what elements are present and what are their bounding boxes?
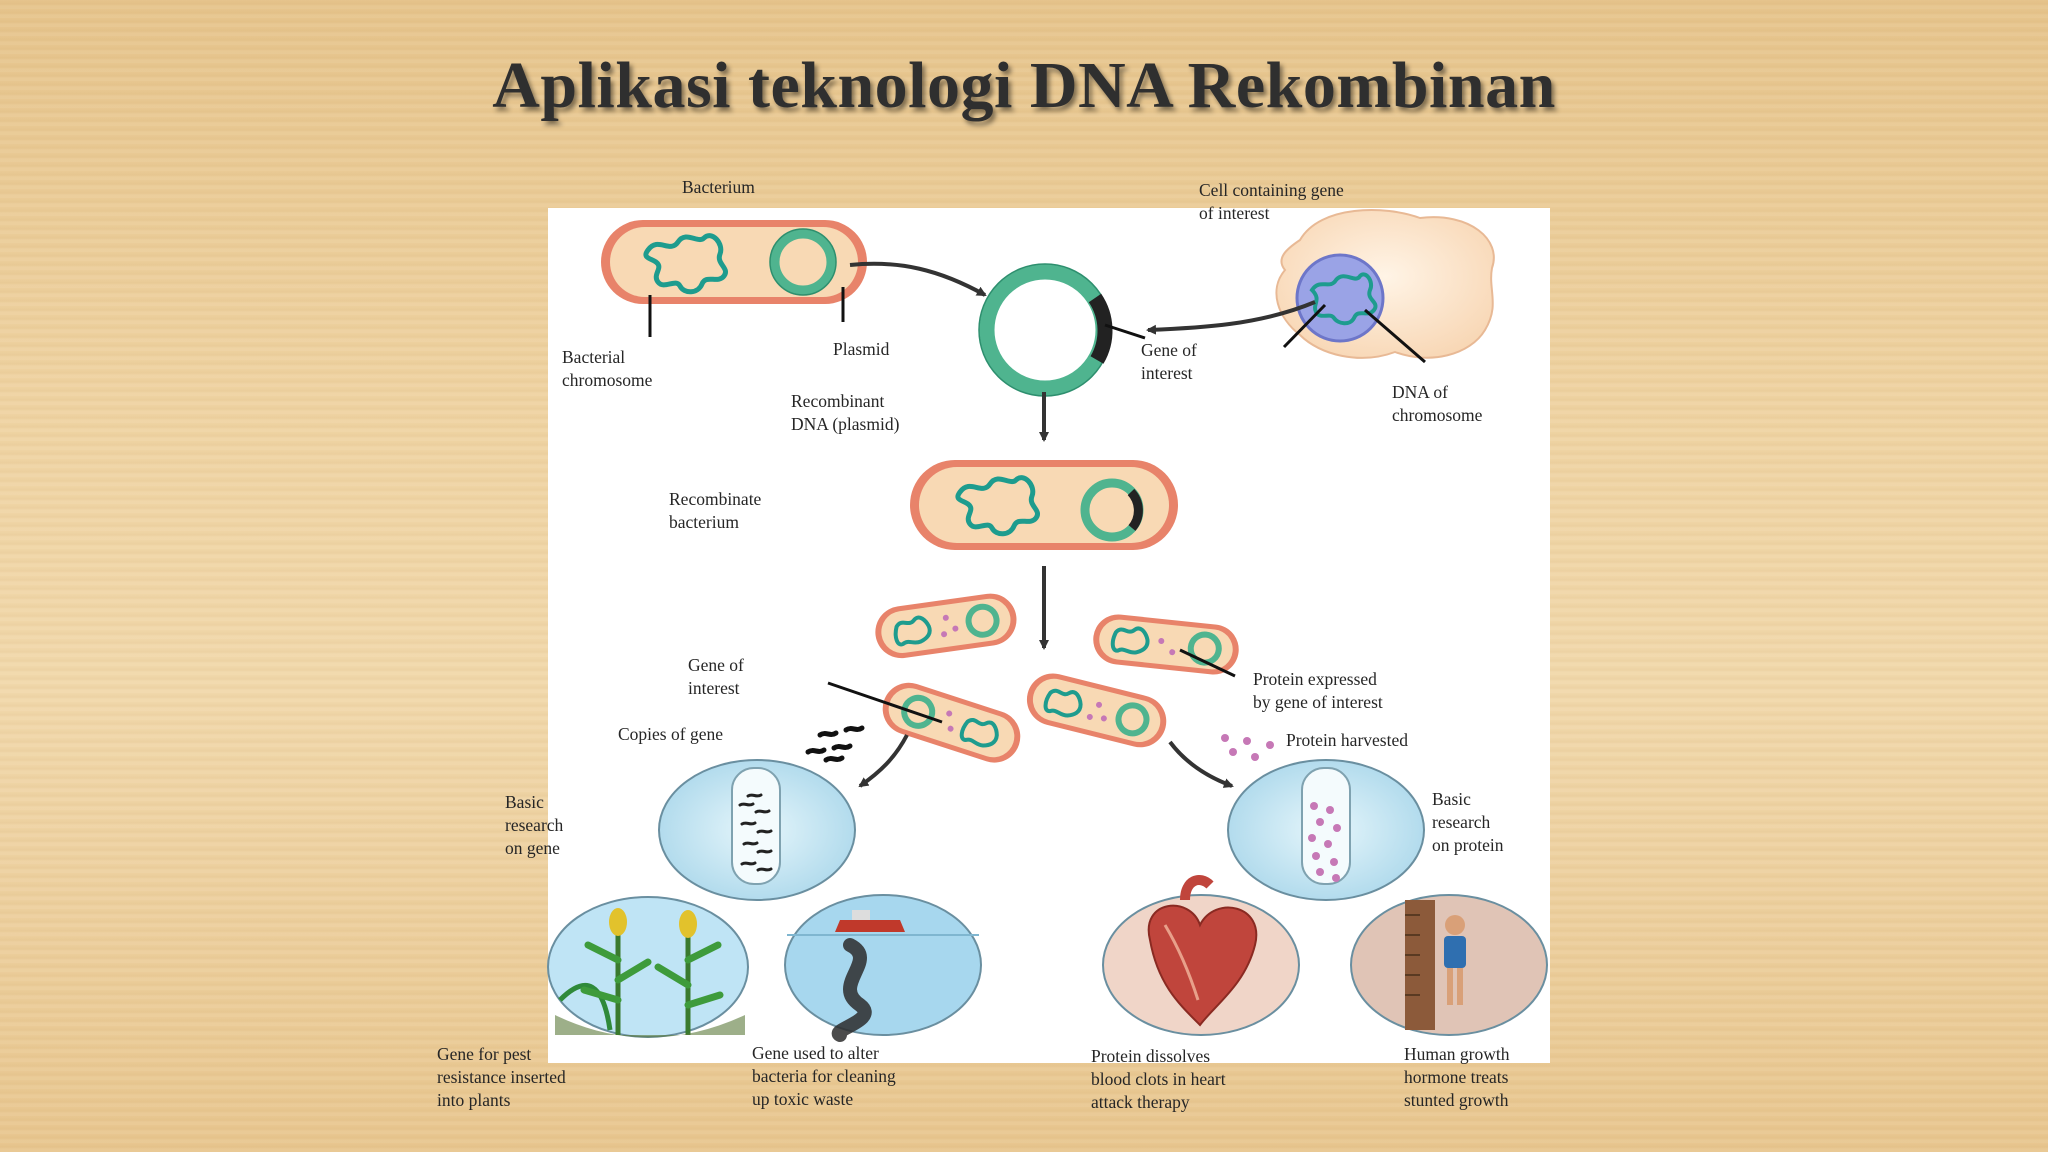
label-plasmid: Plasmid [833,339,890,359]
heart-illustration [1102,875,1300,1036]
page-title: Aplikasi teknologi DNA Rekombinan [492,49,1556,122]
donor-cell [1275,209,1495,364]
label-gene-of-interest-mid: Gene of interest [688,655,744,698]
plants-illustration [547,896,749,1038]
recombinate-bacterium [910,460,1178,550]
arrow-left-branch [858,734,909,788]
label-recombinate-bacterium: Recombinate bacterium [669,489,762,532]
label-growth-hormone: Human growth hormone treats stunted grow… [1404,1044,1510,1110]
label-gene-of-interest-top: Gene of interest [1141,340,1197,383]
growth-illustration [1350,894,1548,1036]
label-copies-of-gene: Copies of gene [618,724,723,744]
gene-copies [805,725,865,763]
oil-spill-illustration [784,894,982,1042]
label-bacterium: Bacterium [682,177,755,197]
label-dna-of-chromosome: DNA of chromosome [1392,382,1483,425]
label-pest-resistance: Gene for pest resistance inserted into p… [437,1044,566,1110]
plasmid-ring [770,229,836,295]
recombinant-plasmid [978,263,1146,397]
arrow-right-branch [1168,740,1234,788]
chromosome-dna [1309,272,1378,326]
bacterial-chromosome-dna [643,233,728,295]
label-blood-clots: Protein dissolves blood clots in heart a… [1091,1046,1226,1112]
label-bacterial-chromosome: Bacterial chromosome [562,347,653,390]
protein-dots [1221,734,1274,761]
protein-research-tube [1227,759,1425,901]
label-basic-research-gene: Basic research on gene [505,792,564,858]
label-toxic-waste: Gene used to alter bacteria for cleaning… [752,1043,896,1109]
gene-research-tube [658,759,856,901]
label-recombinant-dna: Recombinant DNA (plasmid) [791,391,900,434]
arrow-plasmid-to-recombinant [849,261,987,297]
bacterium [601,220,867,337]
arrow-gene-to-plasmid [1146,300,1316,335]
label-protein-harvested: Protein harvested [1286,730,1408,750]
dividing-bacteria [827,593,1239,763]
label-basic-research-protein: Basic research on protein [1432,789,1504,855]
label-protein-expressed: Protein expressed by gene of interest [1253,669,1383,712]
label-cell-containing-gene: Cell containing gene of interest [1199,180,1344,223]
